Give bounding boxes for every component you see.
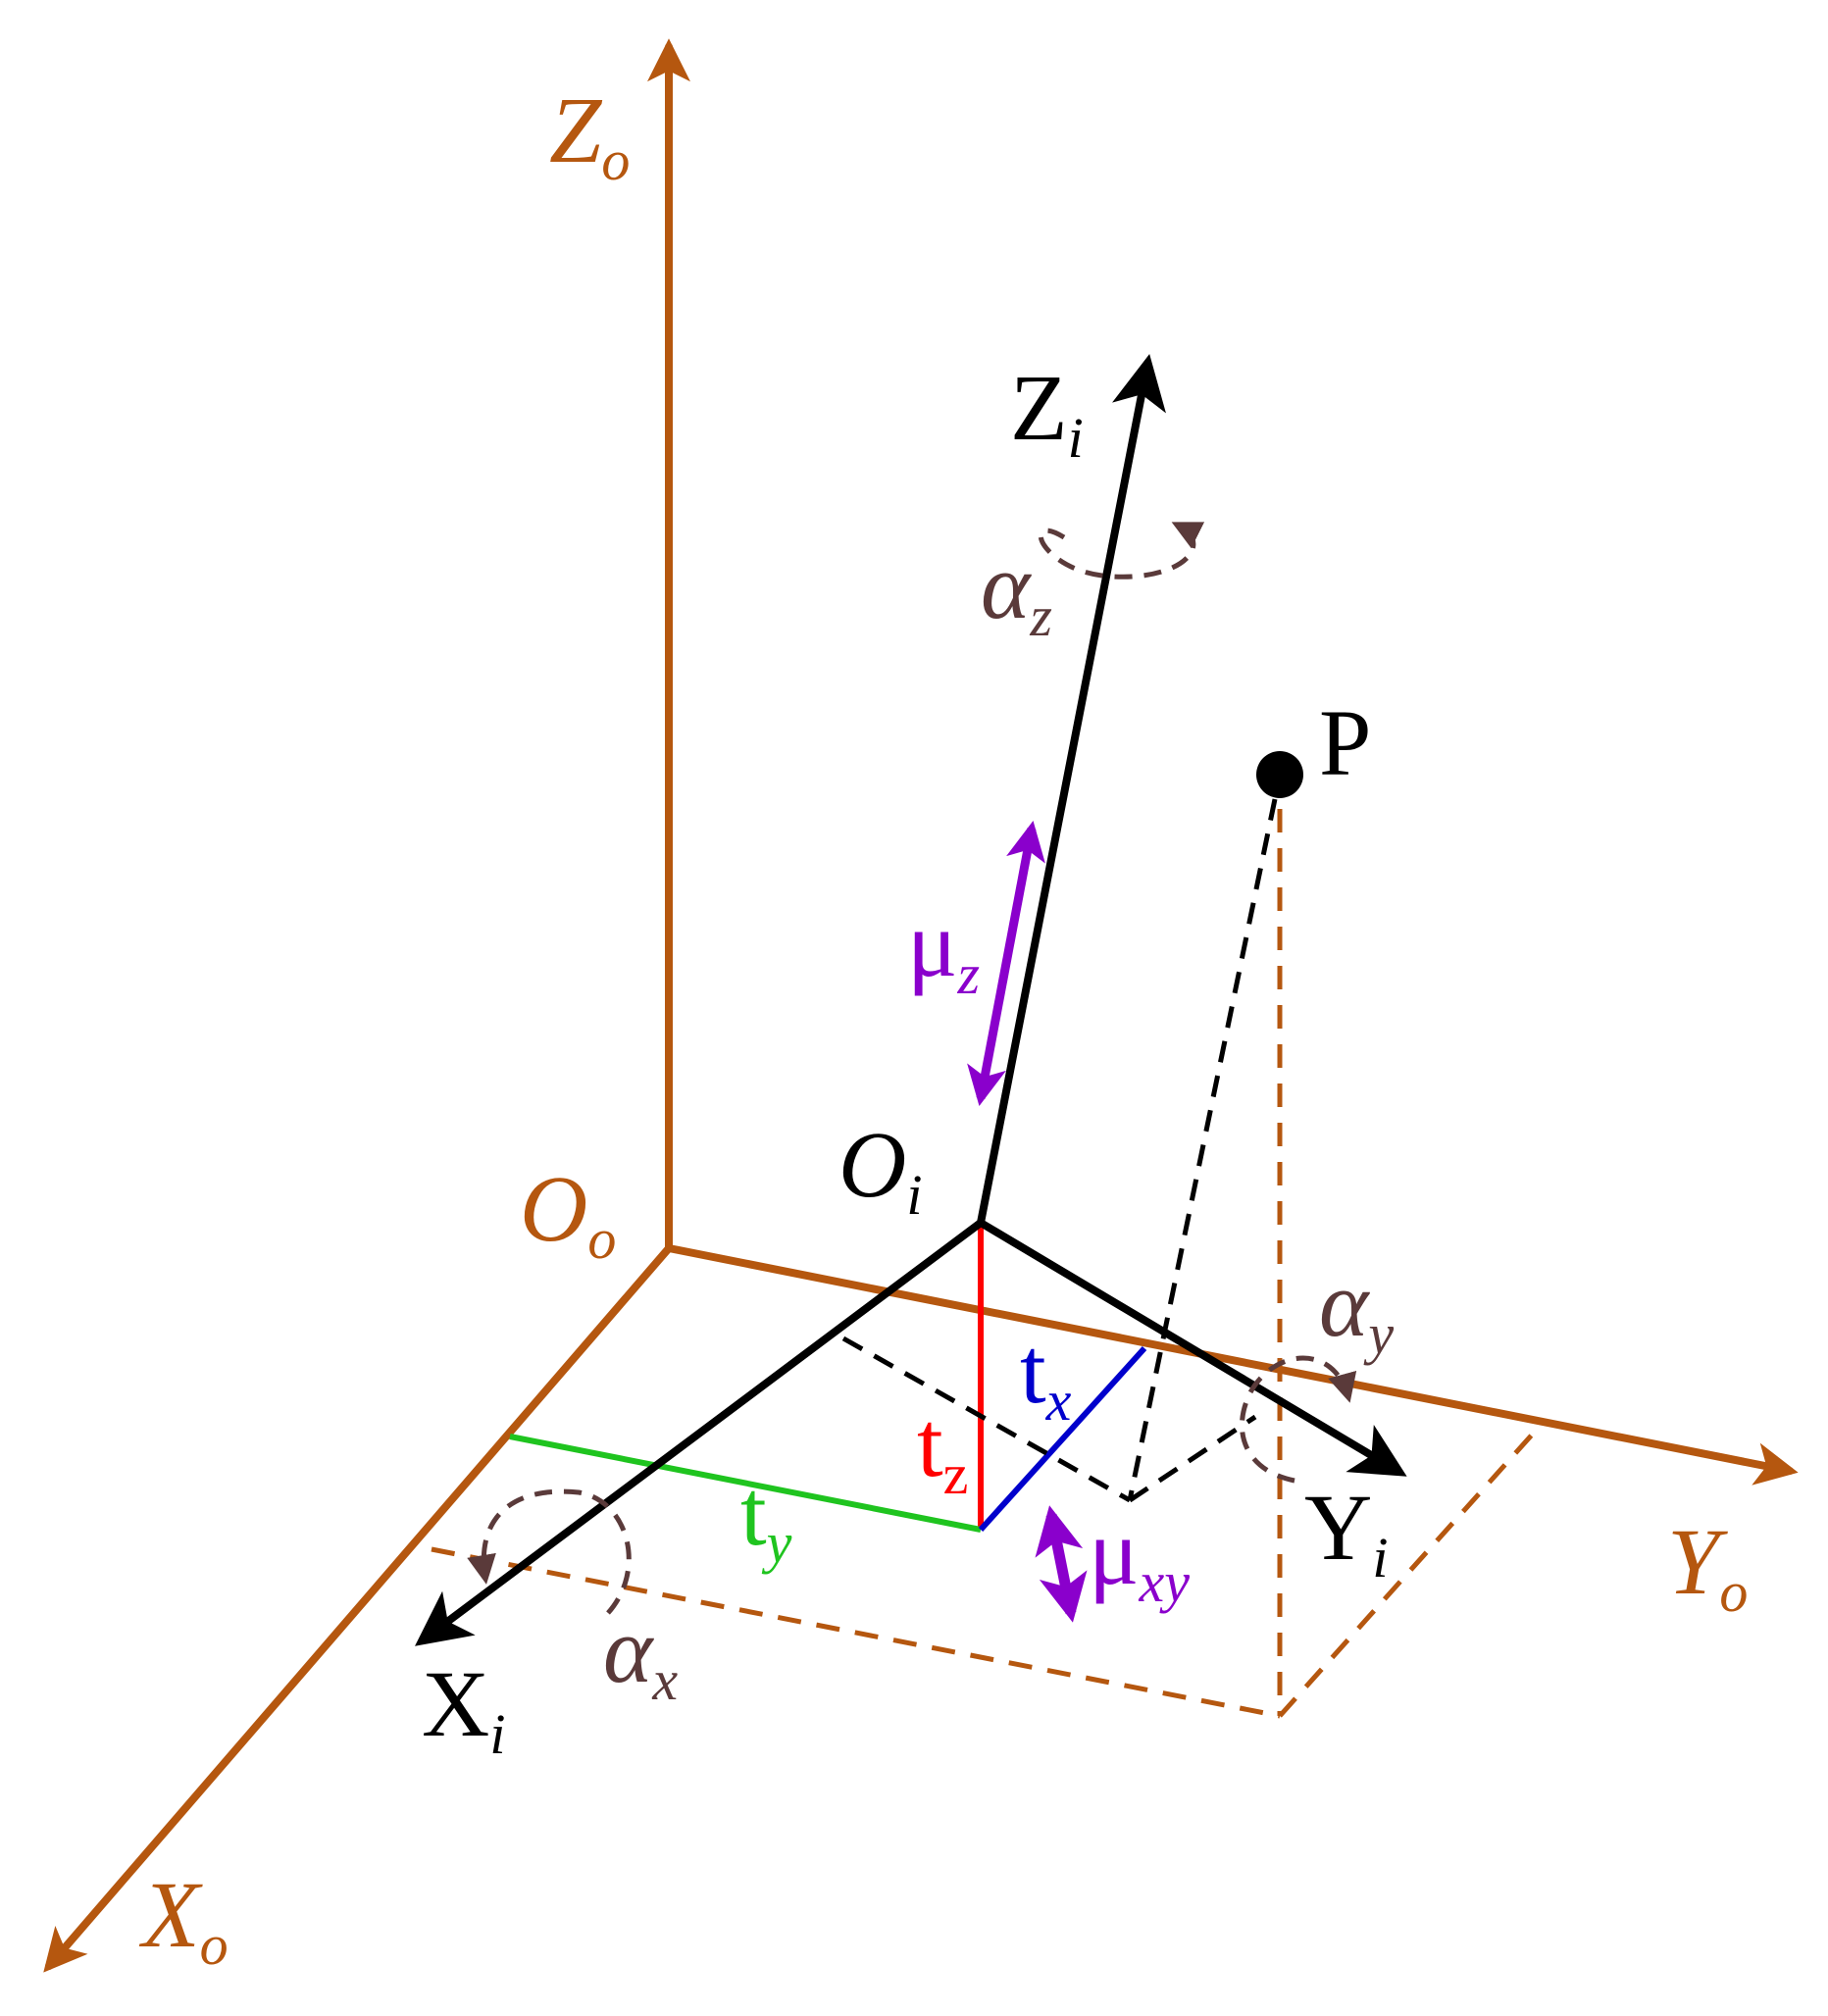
outer-x-axis [43,1244,673,1973]
label-xi: Xi [422,1651,505,1766]
label-alpha-x: αx [603,1597,678,1712]
label-mu-z: μz [907,891,980,1006]
label-yo: Yo [1667,1509,1748,1624]
p-projection-line [1127,798,1278,1501]
projection-box [431,809,1537,1719]
point-p [1256,751,1303,798]
inner-y-axis [977,1219,1407,1477]
t-x-segment [978,1345,1147,1533]
rotation-z-arc [1038,522,1205,580]
label-p: P [1319,690,1371,795]
projection-edge-front [431,1546,1281,1719]
label-xo: Xo [138,1862,228,1977]
mu-z-arrow [967,821,1045,1106]
label-t-x: tx [1020,1318,1072,1433]
label-alpha-y: αy [1319,1251,1394,1366]
inner-x-axis [415,1219,985,1646]
rotation-y-arc [1240,1355,1357,1484]
label-zo: Zo [549,77,630,192]
inner-projection-y [1128,1414,1257,1503]
mu-xy-arrow [1035,1505,1088,1623]
label-oi: Oi [838,1112,922,1227]
inner-projection-x [841,1336,1132,1503]
inner-projection [841,798,1278,1503]
label-t-z: tz [917,1391,968,1506]
t-y-segment [509,1434,982,1533]
label-oo: Oo [520,1156,616,1271]
label-mu-xy: μxy [1089,1499,1190,1614]
label-zi: Zi [1010,355,1084,470]
outer-frame [43,38,1799,1973]
rotation-x-arc [467,1488,632,1615]
label-yi: Yi [1304,1475,1388,1589]
rotations [467,522,1357,1615]
label-alpha-z: αz [981,533,1052,648]
projection-edge-right [1278,1430,1537,1718]
outer-y-axis [665,1244,1799,1486]
inner-z-axis [977,354,1166,1227]
label-t-y: ty [740,1460,792,1575]
